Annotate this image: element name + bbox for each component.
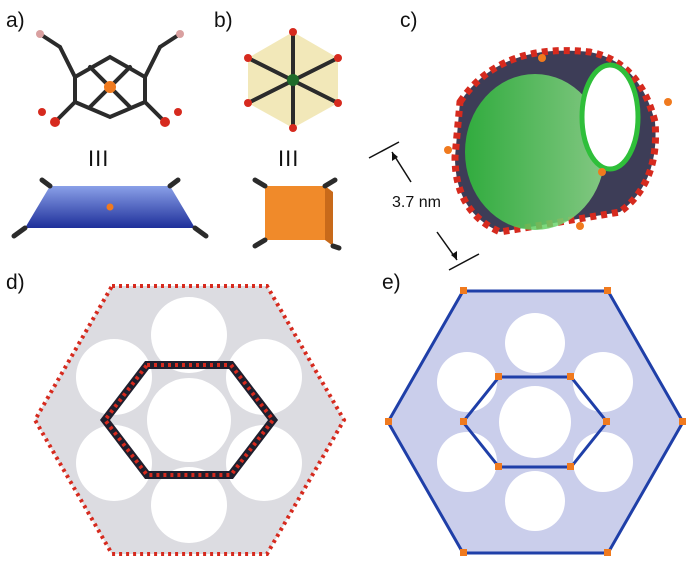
pore-diameter-label: 3.7 nm [392, 194, 441, 211]
panel-label-a: a) [6, 9, 25, 32]
cluster-box-abstraction [252, 177, 342, 251]
honeycomb-crystal-structure [32, 284, 347, 556]
dimension-arrow [368, 141, 480, 271]
topology-network-representation [385, 287, 686, 556]
panel-label-d: d) [6, 271, 25, 294]
porphyrin-linker-model [36, 30, 184, 127]
porphyrin-plane-abstraction [11, 177, 209, 239]
panel-label-c: c) [400, 9, 418, 32]
metal-cluster-model [244, 28, 342, 132]
equivalence-symbol-b: III [278, 146, 300, 171]
equivalence-symbol-a: III [88, 146, 110, 171]
mesopore-channel-model [444, 47, 672, 236]
panel-label-b: b) [214, 9, 233, 32]
panel-label-e: e) [382, 271, 401, 294]
